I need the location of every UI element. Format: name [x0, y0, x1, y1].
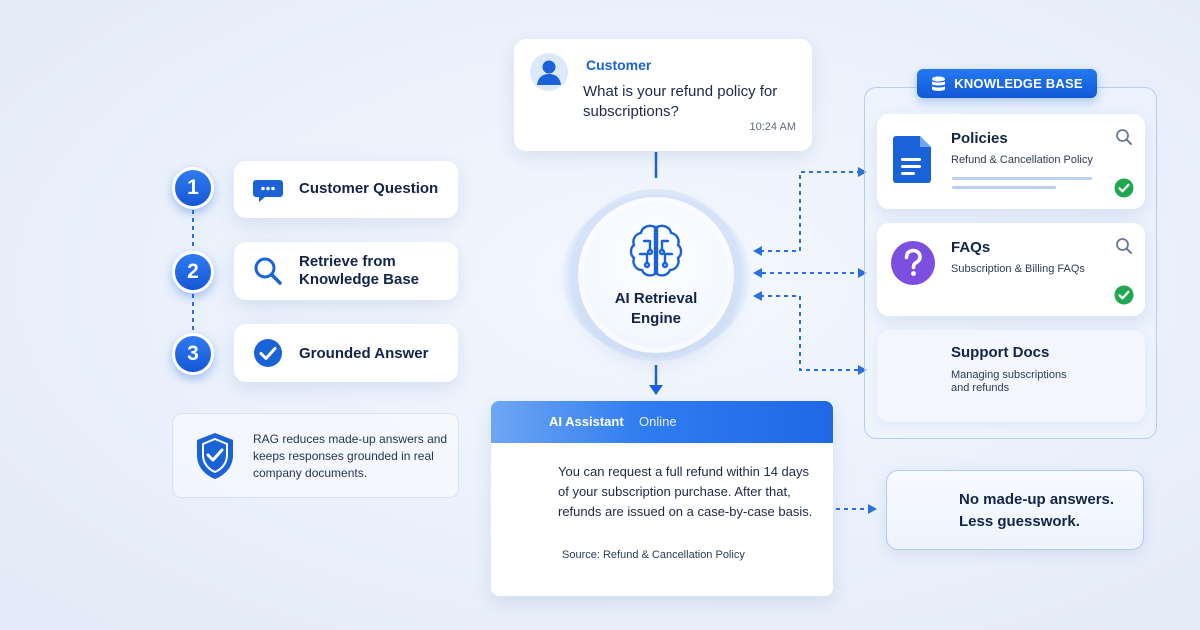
- document-icon: [893, 136, 931, 183]
- customer-message-card: Customer What is your refund policy for …: [514, 39, 812, 151]
- engine-label-line: Engine: [630, 310, 681, 327]
- user-avatar-icon: [530, 53, 568, 91]
- kb-item-subtitle: Managing subscriptions and refunds: [951, 369, 1067, 395]
- step-label: Retrieve from Knowledge Base: [299, 253, 419, 289]
- check-circle-icon: [1114, 178, 1134, 198]
- database-icon: [932, 76, 946, 91]
- kb-item-policies[interactable]: Policies Refund & Cancellation Policy: [877, 114, 1145, 209]
- step-label-line: Retrieve from: [299, 253, 396, 270]
- kb-item-subtitle-line: Managing subscriptions: [951, 369, 1067, 381]
- tagline-card: No made-up answers. Less guesswork.: [886, 470, 1144, 550]
- assistant-source: Source: Refund & Cancellation Policy: [562, 549, 745, 561]
- customer-name: Customer: [586, 57, 652, 73]
- message-timestamp: 10:24 AM: [749, 121, 796, 133]
- rag-note: RAG reduces made-up answers and keeps re…: [172, 413, 459, 498]
- search-icon: [254, 257, 282, 285]
- step-number-2: 2: [172, 251, 214, 293]
- assistant-name: AI Assistant: [549, 414, 624, 429]
- step-label: Grounded Answer: [299, 345, 429, 362]
- kb-item-subtitle-line: and refunds: [951, 382, 1010, 394]
- assistant-header: AI Assistant Online: [491, 401, 833, 443]
- kb-item-faqs[interactable]: FAQs Subscription & Billing FAQs: [877, 223, 1145, 316]
- kb-item-title: FAQs: [951, 239, 991, 256]
- customer-message: What is your refund policy for subscript…: [583, 83, 778, 120]
- assistant-answer: You can request a full refund within 14 …: [558, 464, 813, 519]
- chat-bubble-icon: [253, 180, 283, 202]
- knowledge-base-title: KNOWLEDGE BASE: [954, 76, 1083, 91]
- kb-item-subtitle: Refund & Cancellation Policy: [951, 154, 1093, 166]
- step-card-customer-question: Customer Question: [234, 161, 458, 218]
- step-label: Customer Question: [299, 180, 439, 197]
- engine-label: AI Retrieval Engine: [584, 289, 728, 329]
- rag-note-text: RAG reduces made-up answers and keeps re…: [253, 432, 448, 480]
- step-card-retrieve: Retrieve from Knowledge Base: [234, 242, 458, 300]
- tagline-line: Less guesswork.: [959, 513, 1080, 530]
- kb-item-progress-line: [952, 186, 1056, 189]
- check-badge-icon: [254, 339, 282, 367]
- step-number-3: 3: [172, 333, 214, 375]
- assistant-status: Online: [639, 414, 677, 429]
- kb-item-progress-line: [952, 177, 1092, 180]
- step-number-1: 1: [172, 167, 214, 209]
- question-icon: [891, 241, 935, 285]
- brain-circuit-icon: [629, 224, 683, 277]
- knowledge-base-badge: KNOWLEDGE BASE: [917, 69, 1097, 98]
- kb-item-subtitle: Subscription & Billing FAQs: [951, 263, 1085, 275]
- kb-item-support-docs[interactable]: Support Docs Managing subscriptions and …: [877, 330, 1145, 422]
- kb-item-title: Policies: [951, 130, 1008, 147]
- engine-label-line: AI Retrieval: [614, 290, 698, 307]
- step-card-grounded-answer: Grounded Answer: [234, 324, 458, 382]
- ai-retrieval-engine: AI Retrieval Engine: [584, 203, 728, 347]
- tagline-line: No made-up answers.: [959, 491, 1115, 508]
- kb-item-title: Support Docs: [951, 344, 1050, 361]
- search-icon[interactable]: [1115, 128, 1133, 146]
- shield-check-icon: [197, 433, 233, 479]
- ai-assistant-card: AI Assistant Online You can request a fu…: [491, 401, 833, 596]
- check-circle-icon: [1114, 285, 1134, 305]
- search-icon[interactable]: [1115, 237, 1133, 255]
- step-label-line: Knowledge Base: [299, 271, 420, 288]
